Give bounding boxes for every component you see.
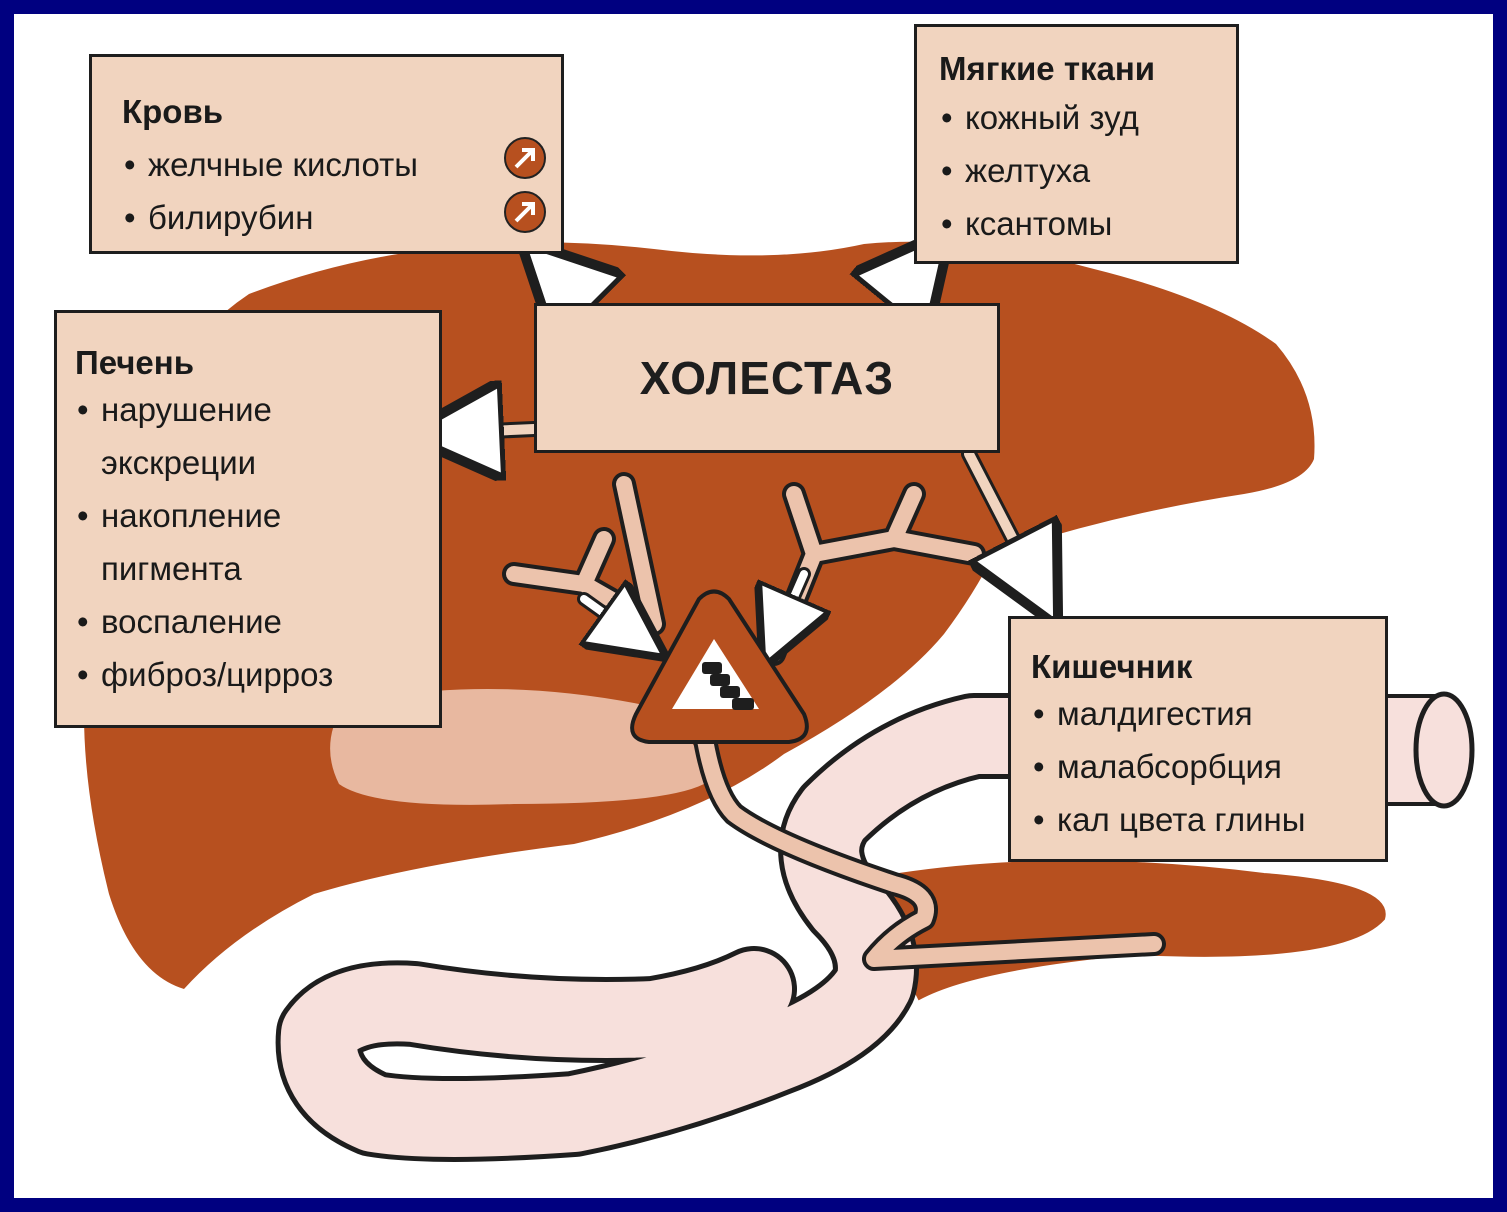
liver-title: Печень [75, 343, 439, 383]
soft-tissue-item: ксантомы [939, 197, 1236, 250]
soft-tissue-item: кожный зуд [939, 91, 1236, 144]
blood-item: желчные кислоты [122, 138, 561, 191]
liver-box: Печень нарушение экскреции накопление пи… [54, 310, 442, 728]
diagram-frame: ХОЛЕСТАЗ Кровь желчные кислоты билирубин… [14, 14, 1493, 1198]
blood-item: билирубин [122, 191, 561, 244]
up-arrow-circle-icon [504, 137, 546, 179]
soft-tissue-box: Мягкие ткани кожный зуд желтуха ксантомы [914, 24, 1239, 264]
soft-tissue-title: Мягкие ткани [939, 49, 1236, 89]
liver-item: воспаление [75, 595, 439, 648]
intestine-item: малабсорбция [1031, 740, 1385, 793]
liver-item: фиброз/цирроз [75, 648, 439, 701]
soft-tissue-list: кожный зуд желтуха ксантомы [939, 91, 1236, 250]
intestine-list: малдигестия малабсорбция кал цвета глины [1031, 687, 1385, 846]
intestine-title: Кишечник [1031, 647, 1385, 687]
cholestasis-title-box: ХОЛЕСТАЗ [534, 303, 1000, 453]
liver-list: нарушение экскреции накопление пигмента … [75, 383, 439, 701]
blood-box: Кровь желчные кислоты билирубин [89, 54, 564, 254]
diagram-title: ХОЛЕСТАЗ [640, 351, 894, 405]
liver-item: нарушение экскреции [75, 383, 361, 489]
blood-title: Кровь [122, 92, 561, 132]
intestine-item: малдигестия [1031, 687, 1385, 740]
intestine-box: Кишечник малдигестия малабсорбция кал цв… [1008, 616, 1388, 862]
intestine-item: кал цвета глины [1031, 793, 1385, 846]
blood-list: желчные кислоты билирубин [122, 138, 561, 244]
up-arrow-circle-icon [504, 191, 546, 233]
pancreas-shape [895, 862, 1385, 1000]
soft-tissue-item: желтуха [939, 144, 1236, 197]
liver-item: накопление пигмента [75, 489, 361, 595]
